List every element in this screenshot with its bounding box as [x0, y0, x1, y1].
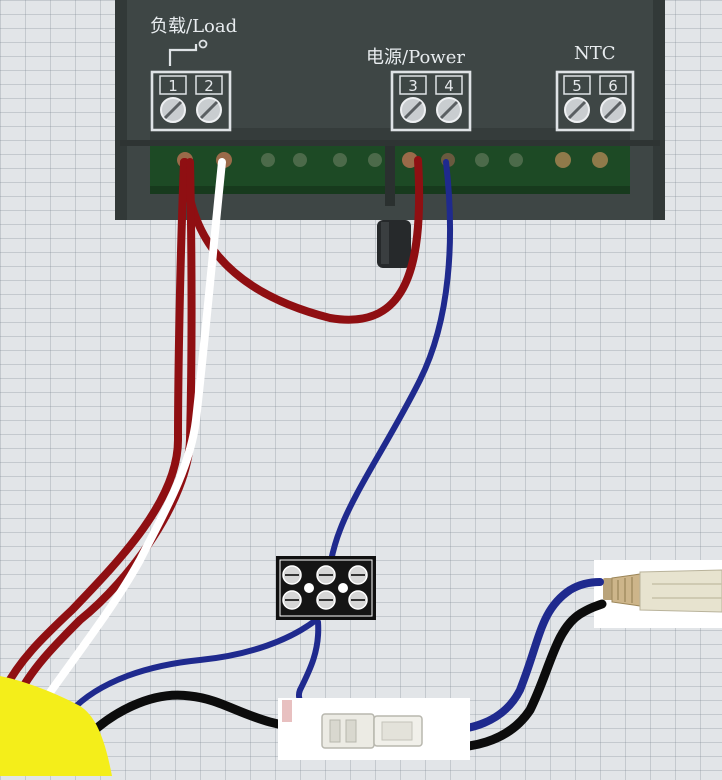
load-label: 负载/Load	[150, 16, 238, 37]
terminal-number-1: 1	[168, 77, 178, 95]
plug-icon	[0, 676, 112, 776]
ntc-terminal-frame	[555, 70, 635, 132]
bulb-icon	[594, 560, 722, 628]
screw-terminal-icon	[600, 97, 626, 123]
red-wire-a	[0, 158, 188, 694]
terminal-number-5: 5	[572, 77, 582, 95]
black-wire-left	[83, 690, 325, 741]
terminal-block-icon	[276, 556, 376, 620]
terminal-number-6: 6	[608, 77, 618, 95]
blue-wire-bulb	[424, 578, 604, 734]
load-symbol-icon	[168, 44, 198, 66]
blue-wire-plug	[67, 617, 319, 715]
load-terminal-frame	[150, 70, 232, 132]
terminal-number-2: 2	[204, 77, 214, 95]
red-wire-loop	[181, 156, 424, 324]
strip-contacts	[177, 152, 608, 168]
connector-icon	[278, 698, 470, 760]
screw-terminal-icon	[160, 97, 186, 123]
black-wire-bulb	[415, 599, 607, 752]
screw-terminal-icon	[564, 97, 590, 123]
controller-device: 1 2 3 4 5 6	[115, 0, 665, 268]
ntc-label: NTC	[574, 43, 616, 64]
white-wire	[32, 158, 226, 716]
screw-terminal-icon	[400, 97, 426, 123]
wires	[0, 156, 607, 752]
power-label: 电源/Power	[366, 47, 465, 68]
terminal-numbers: 1 2 3 4 5 6	[159, 75, 627, 95]
terminal-number-4: 4	[444, 77, 454, 95]
blue-wire-connector	[296, 619, 325, 714]
screw-terminal-icon	[196, 97, 222, 123]
screw-terminals	[160, 97, 626, 123]
screw-terminal-icon	[436, 97, 462, 123]
power-terminal-frame	[390, 70, 472, 132]
terminal-number-3: 3	[408, 77, 418, 95]
blue-wire-power	[327, 159, 454, 568]
